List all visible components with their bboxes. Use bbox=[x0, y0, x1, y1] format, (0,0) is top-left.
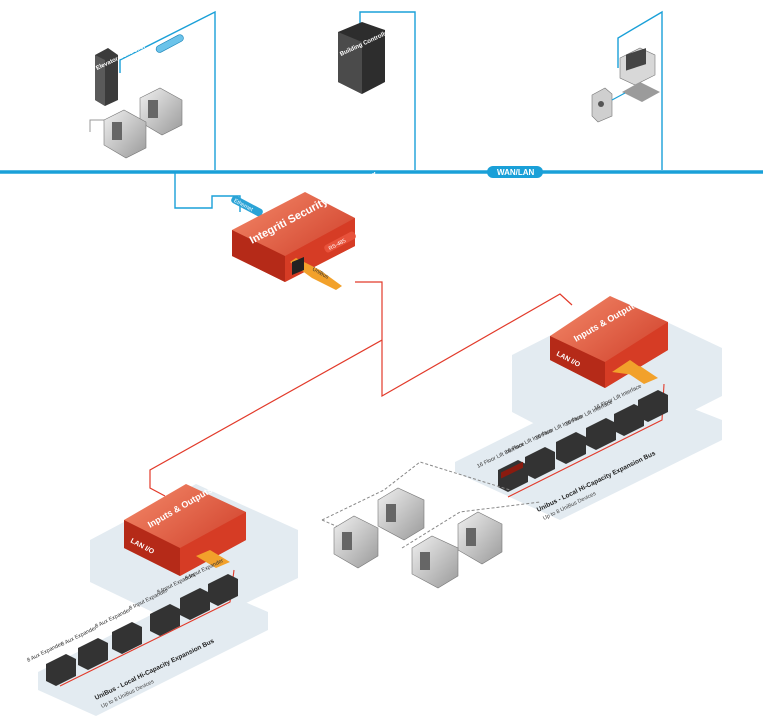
expander-modules-left bbox=[46, 574, 238, 686]
unibus-connector: UniBus bbox=[290, 257, 342, 290]
lift-cabinet-icon bbox=[457, 511, 503, 565]
network-links bbox=[119, 10, 663, 212]
bus-links bbox=[149, 281, 573, 497]
unibus-connector bbox=[196, 550, 230, 568]
lift-interface-modules-right bbox=[498, 390, 668, 492]
wan-lan-tag: WAN/LAN bbox=[487, 166, 543, 178]
lift-cabinet-icon bbox=[411, 535, 459, 589]
svg-text:WAN/LAN: WAN/LAN bbox=[497, 168, 535, 177]
lift-cabinet-icon bbox=[103, 109, 147, 159]
cable-coupler-icon bbox=[155, 34, 184, 53]
elevator-controller: Elevator Controller bbox=[95, 43, 147, 106]
workstation-icon bbox=[591, 47, 660, 123]
unibus-connector bbox=[626, 366, 658, 384]
building-controller: Building Controller bbox=[338, 22, 392, 94]
lift-cabinet-icon bbox=[333, 515, 379, 569]
lift-cabinet-icon bbox=[377, 487, 425, 541]
ethernet-tag: Ethernet bbox=[231, 195, 263, 217]
left-bus-platform bbox=[38, 586, 268, 716]
